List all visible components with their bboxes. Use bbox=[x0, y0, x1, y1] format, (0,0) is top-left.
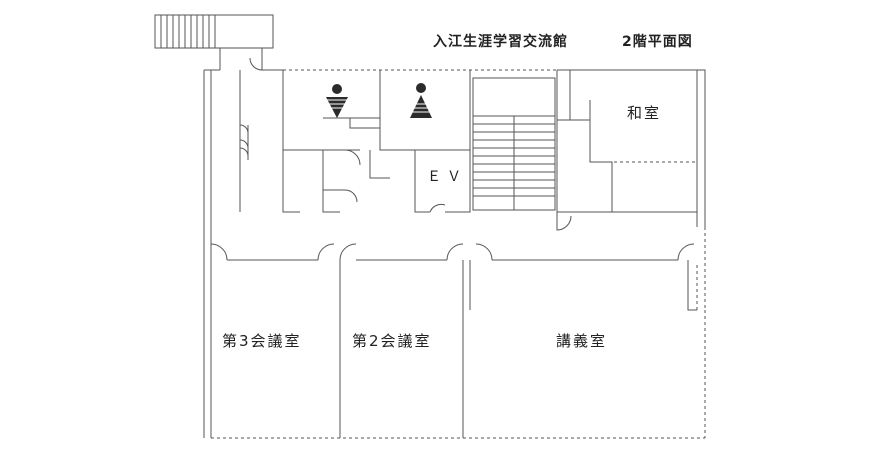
lecture-room-label: 講義室 bbox=[556, 332, 608, 350]
elevator-label: ＥＶ bbox=[427, 169, 467, 185]
room-partitions bbox=[339, 260, 697, 438]
outer-staircase bbox=[154, 14, 274, 70]
exterior-walls bbox=[203, 69, 706, 439]
elevator-shaft bbox=[414, 150, 471, 213]
japanese-room-label: 和室 bbox=[627, 104, 662, 122]
building-name: 入江生涯学習交流館 bbox=[433, 34, 568, 50]
female-restroom-icon bbox=[410, 83, 432, 118]
japanese-room-walls bbox=[556, 70, 697, 231]
west-door-swings bbox=[239, 57, 263, 212]
main-staircase bbox=[472, 77, 556, 211]
meeting-room-2-label: 第2会議室 bbox=[352, 332, 432, 350]
restroom-block bbox=[282, 70, 471, 213]
male-restroom-icon bbox=[326, 84, 348, 118]
meeting-room-3-label: 第3会議室 bbox=[222, 332, 302, 350]
floor-label: 2階平面図 bbox=[622, 34, 693, 50]
corridor-walls bbox=[210, 243, 695, 261]
